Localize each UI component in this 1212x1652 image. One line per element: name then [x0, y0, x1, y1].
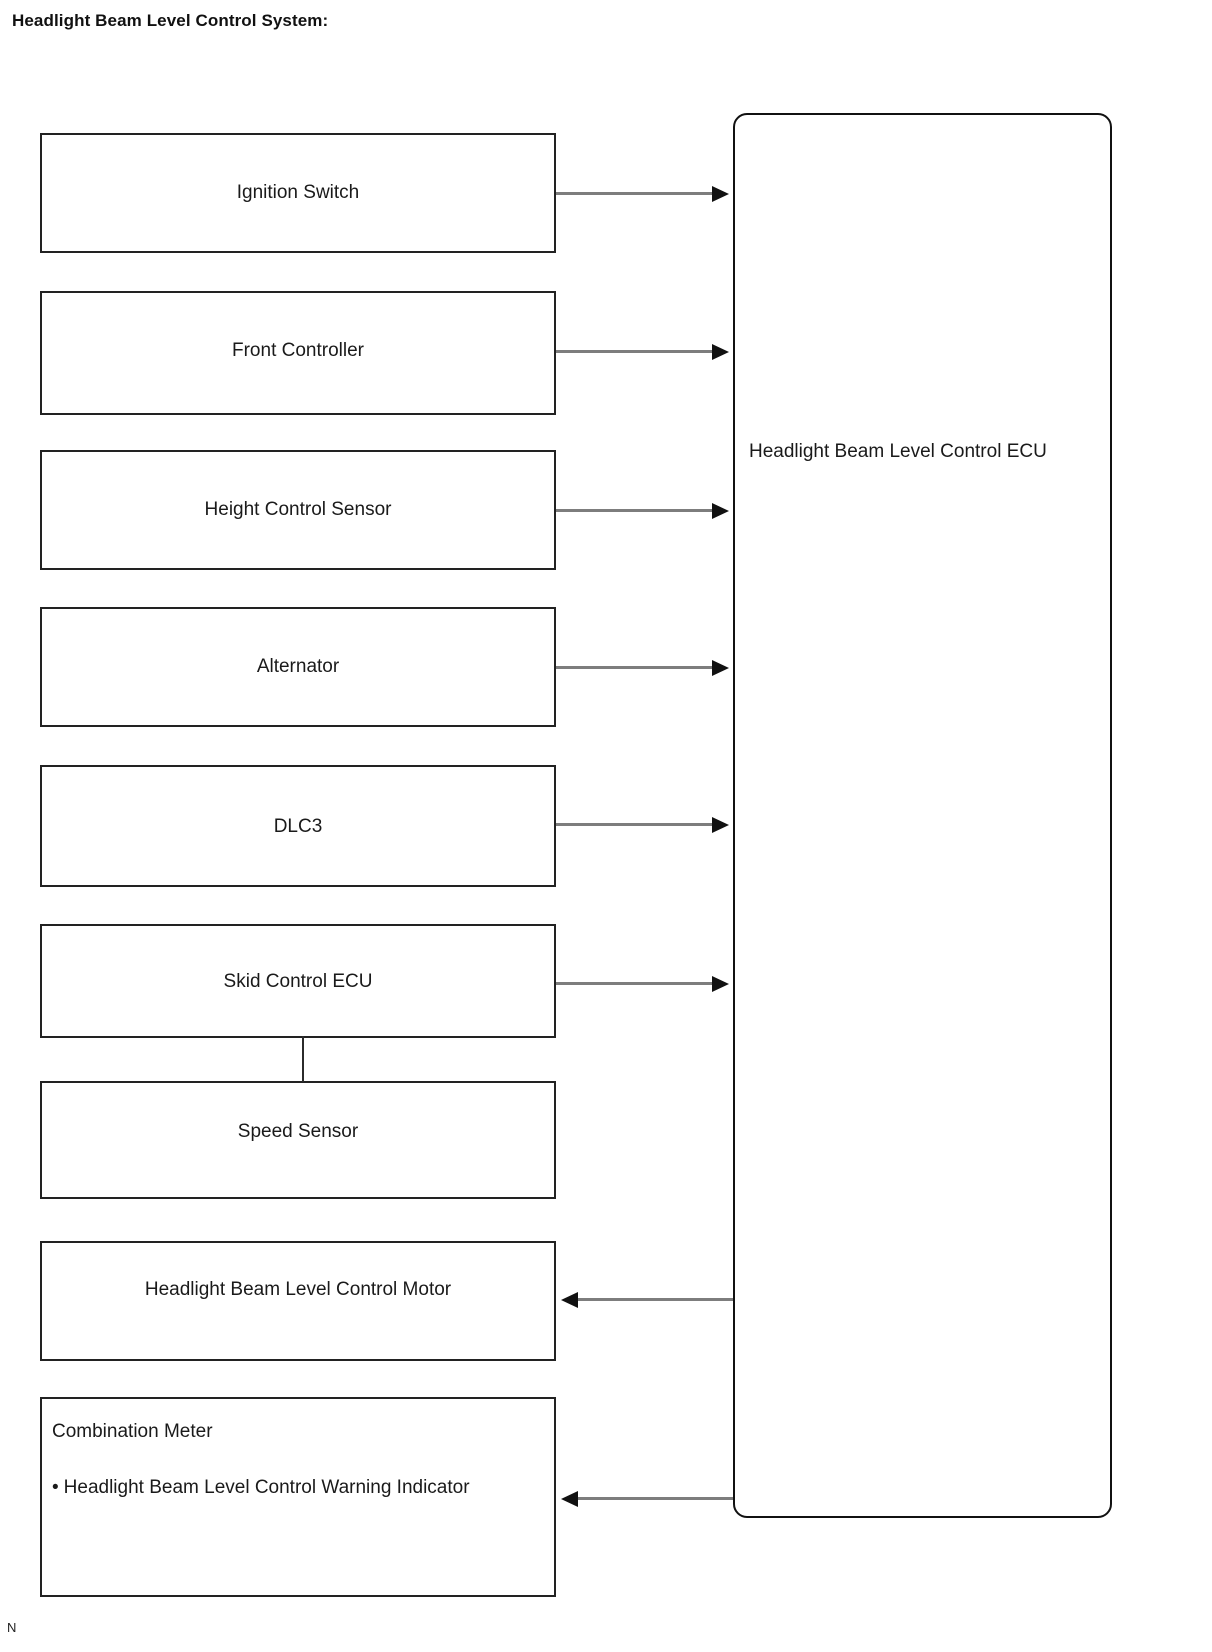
page-marker: N	[7, 1620, 17, 1635]
component-label-headlight-beam-level-control-motor: Headlight Beam Level Control Motor	[144, 1279, 452, 1300]
bullet-icon: •	[52, 1477, 59, 1498]
component-label-front-controller: Front Controller	[232, 340, 364, 361]
component-box-headlight-beam-level-control-motor: Headlight Beam Level Control Motor	[40, 1241, 556, 1361]
combination-meter-indicator-row: •Headlight Beam Level Control Warning In…	[52, 1477, 470, 1499]
connector-ecu-to-combination-meter	[578, 1497, 733, 1500]
component-label-alternator: Alternator	[256, 656, 340, 677]
arrowhead-height-control-sensor-to-ecu	[712, 503, 729, 519]
component-box-height-control-sensor: Height Control Sensor	[40, 450, 556, 570]
arrowhead-dlc3-to-ecu	[712, 817, 729, 833]
connector-height-control-sensor-to-ecu	[556, 509, 716, 512]
combination-meter-title: Combination Meter	[52, 1421, 213, 1442]
arrowhead-ecu-to-combination-meter	[561, 1491, 578, 1507]
component-box-front-controller: Front Controller	[40, 291, 556, 415]
component-label-ignition-switch: Ignition Switch	[236, 182, 360, 203]
component-label-skid-control-ecu: Skid Control ECU	[223, 971, 373, 992]
connector-skid-control-ecu-to-ecu	[556, 982, 716, 985]
connector-dlc3-to-ecu	[556, 823, 716, 826]
component-box-speed-sensor: Speed Sensor	[40, 1081, 556, 1199]
combination-meter-indicator-label: Headlight Beam Level Control Warning Ind…	[63, 1477, 470, 1498]
arrowhead-ignition-switch-to-ecu	[712, 186, 729, 202]
connector-ignition-switch-to-ecu	[556, 192, 716, 195]
arrowhead-ecu-to-headlight-motor	[561, 1292, 578, 1308]
component-box-ignition-switch: Ignition Switch	[40, 133, 556, 253]
component-box-alternator: Alternator	[40, 607, 556, 727]
page-title: Headlight Beam Level Control System:	[12, 11, 329, 30]
connector-ecu-to-headlight-motor	[578, 1298, 733, 1301]
component-box-dlc3: DLC3	[40, 765, 556, 887]
connector-skid-control-ecu-to-speed-sensor	[302, 1036, 304, 1082]
connector-front-controller-to-ecu	[556, 350, 716, 353]
ecu-label: Headlight Beam Level Control ECU	[749, 441, 1047, 462]
component-box-skid-control-ecu: Skid Control ECU	[40, 924, 556, 1038]
connector-alternator-to-ecu	[556, 666, 716, 669]
component-label-dlc3: DLC3	[273, 816, 323, 837]
component-label-speed-sensor: Speed Sensor	[237, 1121, 359, 1142]
arrowhead-skid-control-ecu-to-ecu	[712, 976, 729, 992]
arrowhead-front-controller-to-ecu	[712, 344, 729, 360]
component-box-combination-meter: Combination Meter •Headlight Beam Level …	[40, 1397, 556, 1597]
arrowhead-alternator-to-ecu	[712, 660, 729, 676]
component-label-height-control-sensor: Height Control Sensor	[204, 499, 392, 520]
ecu-box: Headlight Beam Level Control ECU	[733, 113, 1112, 1518]
